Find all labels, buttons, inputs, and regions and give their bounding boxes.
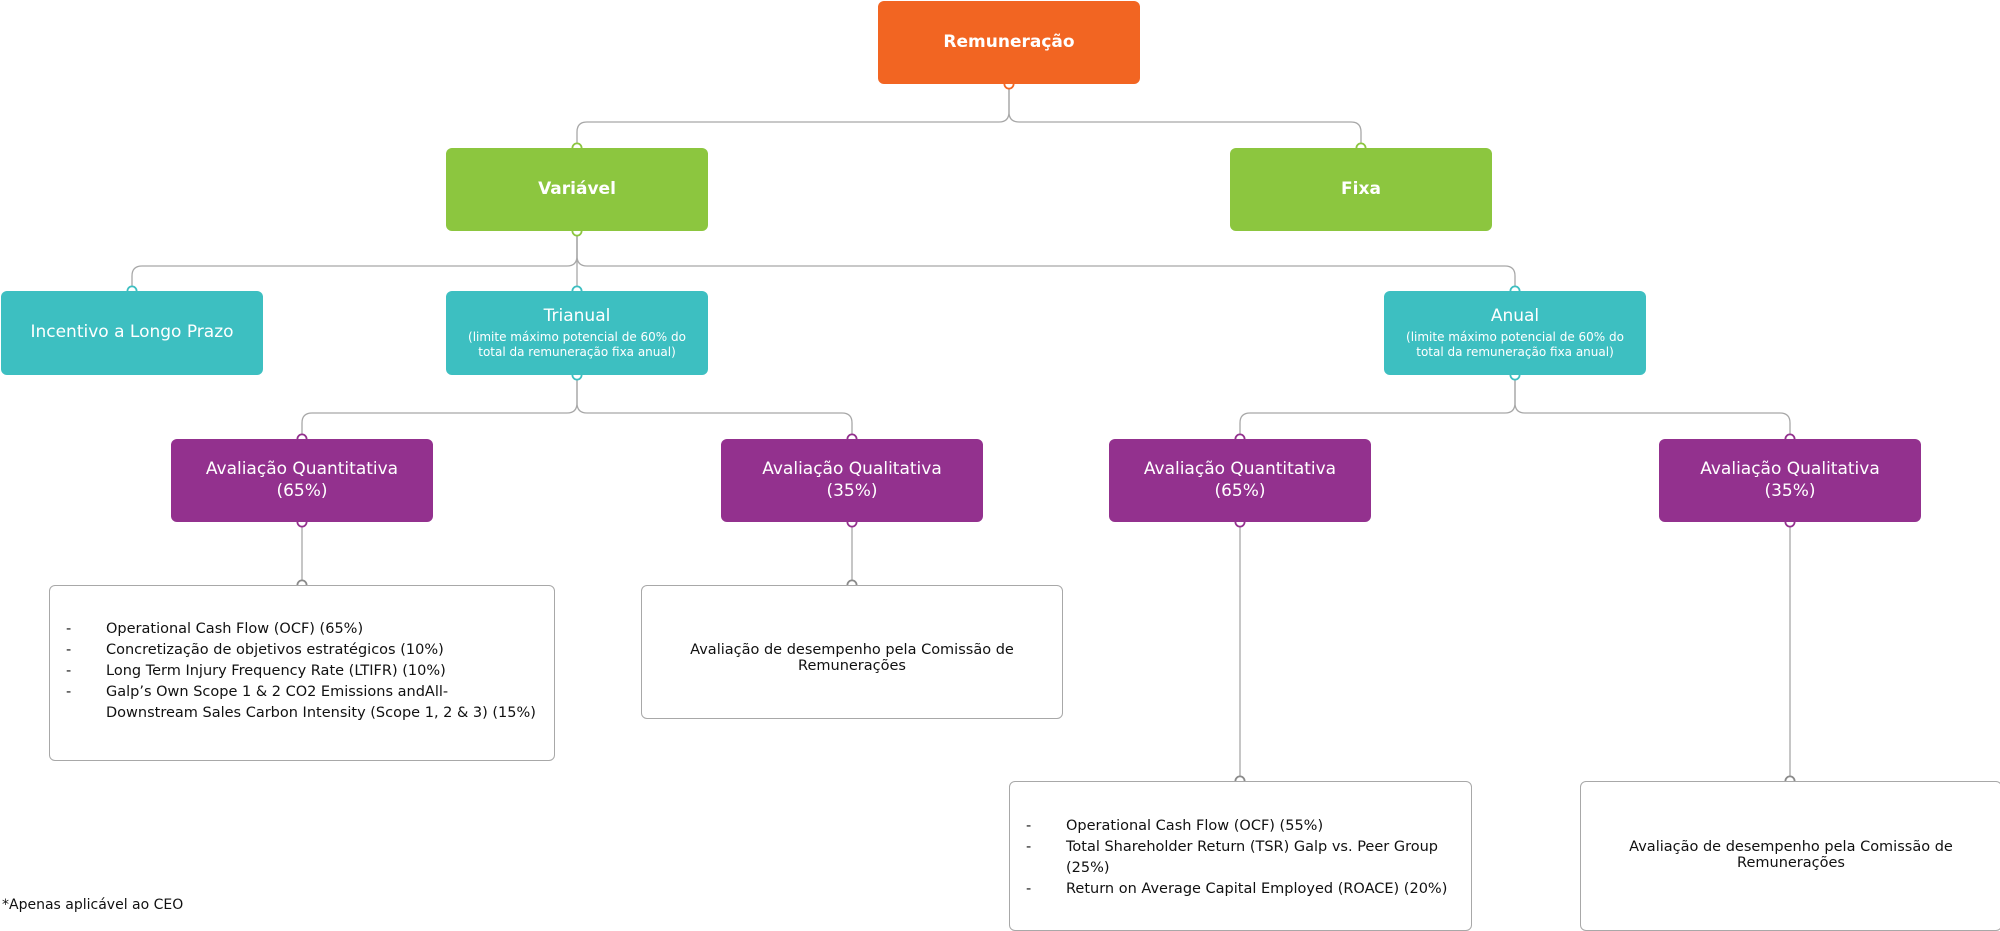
connector-root-fixa	[1008, 84, 1362, 148]
details-trianual-quantitativa: - Operational Cash Flow (OCF) (65%) - Conc…	[49, 585, 555, 761]
connector-variavel-incentivo	[131, 231, 578, 291]
node-anu-quant-weight: (65%)	[1214, 480, 1266, 501]
list-item-text: Concretização de objetivos estratégicos …	[106, 642, 444, 658]
list-item-text: Return on Average Capital Employed (ROAC…	[1066, 881, 1448, 897]
node-trianual-avaliacao-qualitativa: Avaliação Qualitativa (35%)	[721, 439, 983, 522]
connector-variavel-anual	[576, 231, 1516, 291]
bullet-dash: -	[66, 663, 72, 679]
node-trianual-subtitle: (limite máximo potencial de 60% do total…	[468, 330, 686, 360]
node-tri-quant-weight: (65%)	[276, 480, 328, 501]
details-trianual-qualitativa: Avaliação de desempenho pela Comissão de…	[641, 585, 1063, 719]
bullet-dash: -	[1026, 818, 1032, 834]
node-fixa: Fixa	[1230, 148, 1492, 231]
node-remuneracao-label: Remuneração	[943, 31, 1075, 52]
list-item: - Return on Average Capital Employed (ROA…	[1010, 879, 1461, 900]
connector-root-variavel	[576, 84, 1010, 148]
node-tri-qual-weight: (35%)	[826, 480, 878, 501]
connector-anual-qual	[1514, 375, 1791, 439]
node-tri-qual-title: Avaliação Qualitativa	[762, 459, 942, 480]
connector-anual-quant	[1239, 375, 1516, 439]
details-text: Avaliação de desempenho pela Comissão de…	[690, 642, 1014, 674]
details-anual-quantitativa: - Operational Cash Flow (OCF) (55%) - Tota…	[1009, 781, 1472, 931]
list-item-text: Operational Cash Flow (OCF) (55%)	[1066, 818, 1324, 834]
list-item-text: Galp’s Own Scope 1 & 2 CO2 Emissions and…	[106, 684, 536, 721]
node-variavel: Variável	[446, 148, 708, 231]
list-item-text: Long Term Injury Frequency Rate (LTIFR) …	[106, 663, 446, 679]
connector-trianual-quant	[301, 375, 578, 439]
connector-trianual-qual	[576, 375, 853, 439]
list-item: - Long Term Injury Frequency Rate (LTIFR)…	[50, 661, 536, 682]
list-item: - Operational Cash Flow (OCF) (55%)	[1010, 816, 1461, 837]
node-trianual: Trianual (limite máximo potencial de 60%…	[446, 291, 708, 375]
node-fixa-label: Fixa	[1341, 178, 1381, 199]
list-item: - Concretização de objetivos estratégicos…	[50, 640, 536, 661]
node-remuneracao: Remuneração	[878, 1, 1140, 84]
node-anual-subtitle: (limite máximo potencial de 60% do total…	[1406, 330, 1624, 360]
list-item: - Total Shareholder Return (TSR) Galp vs.…	[1010, 837, 1461, 879]
bullet-dash: -	[66, 621, 72, 637]
node-anu-qual-title: Avaliação Qualitativa	[1700, 459, 1880, 480]
list-item: - Operational Cash Flow (OCF) (65%)	[50, 619, 536, 640]
details-text: Avaliação de desempenho pela Comissão de…	[1629, 839, 1953, 871]
bullet-dash: -	[66, 684, 72, 700]
node-trianual-avaliacao-quantitativa: Avaliação Quantitativa (65%)	[171, 439, 433, 522]
list-item-text: Total Shareholder Return (TSR) Galp vs. …	[1066, 839, 1438, 876]
footnote: *Apenas aplicável ao CEO	[2, 897, 184, 913]
node-anual-title: Anual	[1490, 305, 1540, 326]
node-incentivo-longo-prazo: Incentivo a Longo Prazo	[1, 291, 263, 375]
node-variavel-label: Variável	[538, 178, 616, 199]
node-anu-qual-weight: (35%)	[1764, 480, 1816, 501]
node-anual: Anual (limite máximo potencial de 60% do…	[1384, 291, 1646, 375]
node-anual-avaliacao-qualitativa: Avaliação Qualitativa (35%)	[1659, 439, 1921, 522]
list-item: - Galp’s Own Scope 1 & 2 CO2 Emissions an…	[50, 682, 536, 724]
bullet-dash: -	[1026, 839, 1032, 855]
bullet-dash: -	[66, 642, 72, 658]
node-anual-avaliacao-quantitativa: Avaliação Quantitativa (65%)	[1109, 439, 1371, 522]
node-tri-quant-title: Avaliação Quantitativa	[205, 459, 399, 480]
bullet-dash: -	[1026, 881, 1032, 897]
node-incentivo-label: Incentivo a Longo Prazo	[30, 322, 234, 343]
list-item-text: Operational Cash Flow (OCF) (65%)	[106, 621, 364, 637]
node-anu-quant-title: Avaliação Quantitativa	[1143, 459, 1337, 480]
details-anual-qualitativa: Avaliação de desempenho pela Comissão de…	[1580, 781, 2000, 931]
node-trianual-title: Trianual	[543, 305, 611, 326]
